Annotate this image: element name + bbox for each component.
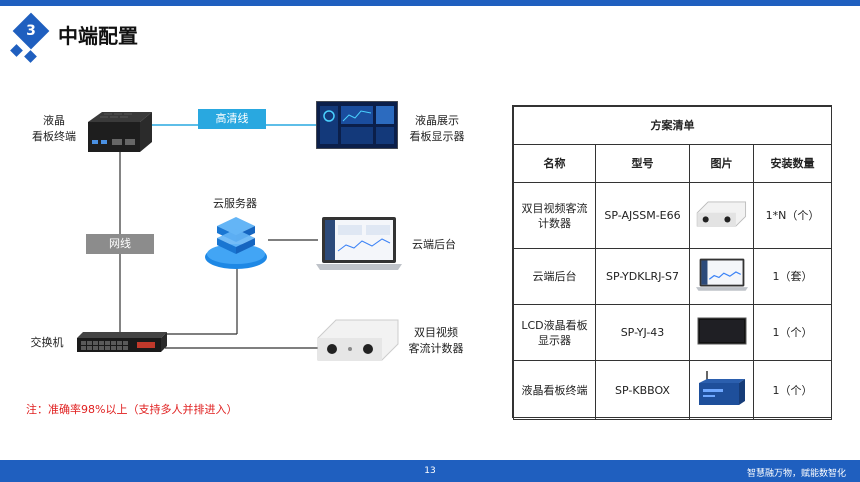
terminal-label: 液晶 看板终端 (32, 114, 76, 143)
terminal-box-device (84, 108, 154, 154)
row-model: SP-YJ-43 (595, 304, 690, 361)
counter-label: 双目视频 客流计数器 (408, 326, 464, 355)
row-model: SP-KBBOX (595, 360, 690, 420)
page-title: 中端配置 (58, 24, 138, 48)
row-qty: 1（个） (753, 304, 832, 361)
section-badge: 3 (10, 12, 50, 66)
laptop-icon (689, 248, 754, 305)
row-name: 双目视频客流计数器 (513, 182, 596, 249)
laptop-device (316, 217, 402, 271)
row-qty: 1*N（个） (753, 182, 832, 249)
header-model: 型号 (595, 144, 690, 183)
cloud-server-label: 云服务器 (213, 197, 257, 210)
table-row: LCD液晶看板显示器 SP-YJ-43 1（个） (513, 304, 832, 361)
row-qty: 1（个） (753, 360, 832, 420)
switch-label: 交换机 (30, 336, 64, 349)
cloud-server-icon (203, 215, 269, 271)
footer-bar: 13 智慧融万物，赋能数智化 (0, 460, 860, 482)
hdmi-cable-tag: 高清线 (198, 109, 266, 129)
network-cable-tag: 网线 (86, 234, 154, 254)
header-qty: 安装数量 (753, 144, 832, 183)
display-label: 液晶展示 看板显示器 (409, 114, 465, 143)
top-accent-bar (0, 0, 860, 6)
plan-table-title: 方案清单 (513, 106, 832, 145)
header-image: 图片 (689, 144, 754, 183)
footer-slogan: 智慧融万物，赋能数智化 (746, 469, 846, 479)
cloud-backend-label: 云端后台 (412, 238, 456, 251)
row-name: 液晶看板终端 (513, 360, 596, 420)
monitor-icon (689, 304, 754, 361)
plan-table: 方案清单 名称 型号 图片 安装数量 双目视频客流计数器 SP-AJSSM-E6… (512, 105, 832, 420)
header-name: 名称 (513, 144, 596, 183)
table-row: 云端后台 SP-YDKLRJ-S7 1（套） (513, 248, 832, 305)
row-name: 云端后台 (513, 248, 596, 305)
network-switch-device (75, 330, 167, 356)
display-screen-device (315, 100, 399, 150)
row-model: SP-YDKLRJ-S7 (595, 248, 690, 305)
counter-device-icon (689, 182, 754, 249)
section-number: 3 (26, 23, 36, 39)
row-name: LCD液晶看板显示器 (513, 304, 596, 361)
page-number: 13 (424, 466, 436, 476)
table-row: 液晶看板终端 SP-KBBOX 1（个） (513, 360, 832, 420)
counter-device (316, 318, 402, 362)
table-row: 双目视频客流计数器 SP-AJSSM-E66 1*N（个） (513, 182, 832, 249)
row-model: SP-AJSSM-E66 (595, 182, 690, 249)
terminal-box-icon (689, 360, 754, 420)
accuracy-note: 注：准确率98%以上（支持多人并排进入） (26, 403, 238, 416)
row-qty: 1（套） (753, 248, 832, 305)
